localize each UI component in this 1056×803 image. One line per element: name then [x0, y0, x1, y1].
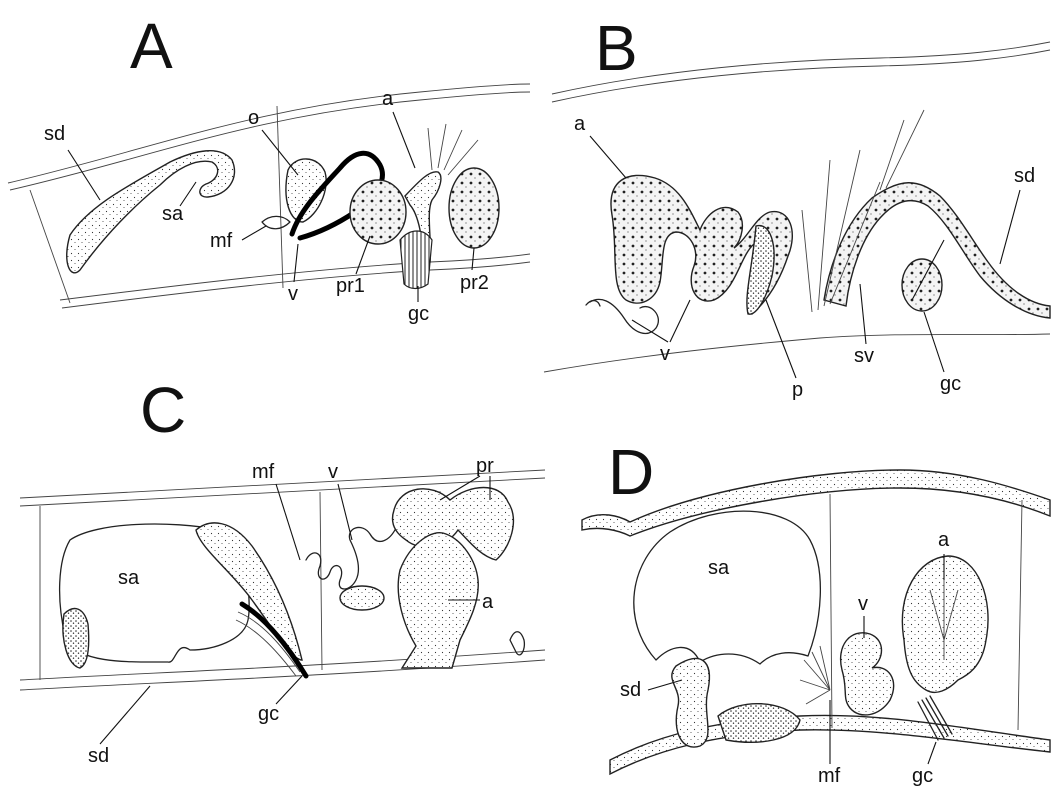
septum-a1 [30, 190, 70, 303]
septum-a2 [277, 106, 283, 288]
label-d-a: a [938, 529, 950, 551]
sd-gland-c [63, 609, 89, 668]
male-funnel-c [196, 523, 302, 660]
leader-c-mf [276, 484, 300, 560]
prostate-1-a [350, 180, 406, 244]
label-d-sa: sa [708, 557, 730, 579]
label-a-sd: sd [44, 123, 65, 145]
label-b-sd: sd [1014, 165, 1035, 187]
body-wall-b-ventral [544, 334, 1050, 372]
leader-b-sd [1000, 190, 1020, 264]
leader-b-sv [860, 284, 866, 344]
label-a-v: v [288, 283, 298, 305]
label-b-sv: sv [854, 345, 874, 367]
panel-letter-a: A [130, 10, 173, 82]
panel-letter-d: D [608, 436, 654, 508]
label-a-pr1: pr1 [336, 275, 365, 297]
panel-letter-c: C [140, 374, 186, 446]
vas-deferens-d [841, 633, 894, 715]
leader-b-gc [924, 312, 944, 372]
leader-a-pr1 [356, 236, 370, 274]
label-c-sd: sd [88, 745, 109, 767]
setae-a [428, 124, 478, 175]
male-funnel-a [262, 216, 290, 228]
label-a-gc: gc [408, 303, 429, 325]
vas-tip-b [586, 301, 600, 306]
seminal-sac-d [634, 511, 821, 664]
label-a-o: o [248, 107, 259, 129]
leader-a-o [262, 130, 298, 175]
label-b-gc: gc [940, 373, 961, 395]
label-c-v: v [328, 461, 338, 483]
panel-c: C pr mf v sa a sd gc [20, 374, 545, 767]
label-d-sd: sd [620, 679, 641, 701]
label-c-pr: pr [476, 455, 494, 477]
panel-b: B a sd v p sv gc [544, 12, 1050, 401]
leader-c-gc [276, 676, 302, 704]
body-wall-dorsal-inner [10, 92, 530, 190]
label-a-sa: sa [162, 203, 184, 225]
panel-a: A sd o a sa mf v [8, 10, 530, 325]
sd-gland-d [718, 704, 800, 743]
vas-deferens-b [590, 299, 658, 333]
leader-b-v2 [670, 300, 690, 342]
label-c-a: a [482, 591, 494, 613]
body-wall-c-ventral-2 [20, 660, 545, 690]
label-b-p: p [792, 379, 803, 401]
glandular-cells-b [902, 259, 942, 311]
atrium-d [902, 556, 988, 692]
label-b-v: v [660, 343, 670, 365]
leader-a-a [393, 112, 415, 168]
leader-d-gc [928, 742, 936, 764]
vas-knot-c [340, 586, 384, 610]
prostate-2-a [449, 168, 499, 248]
label-a-pr2: pr2 [460, 272, 489, 294]
label-a-a: a [382, 88, 394, 110]
label-c-mf: mf [252, 461, 275, 483]
leader-b-a [590, 136, 626, 178]
body-wall-dorsal-outer [8, 84, 530, 183]
sperm-duct-d [672, 658, 710, 747]
body-wall-c-ventral-1 [20, 650, 545, 680]
label-d-v: v [858, 593, 868, 615]
glandular-cells-a [400, 231, 432, 289]
leader-b-p [766, 300, 796, 378]
leader-a-v [294, 244, 298, 282]
panel-d: D sa a v sd mf gc [582, 436, 1050, 787]
label-a-mf: mf [210, 230, 233, 252]
leader-c-sd [100, 686, 150, 744]
label-d-mf: mf [818, 765, 841, 787]
panel-letter-b: B [595, 12, 638, 84]
label-c-sa: sa [118, 567, 140, 589]
label-c-gc: gc [258, 703, 279, 725]
leader-c-v [338, 484, 352, 540]
leader-a-sd [68, 150, 100, 200]
label-d-gc: gc [912, 765, 933, 787]
leader-a-sa [180, 182, 196, 206]
leader-a-pr2 [472, 248, 474, 270]
leader-a-mf [242, 226, 266, 240]
label-b-a: a [574, 113, 586, 135]
